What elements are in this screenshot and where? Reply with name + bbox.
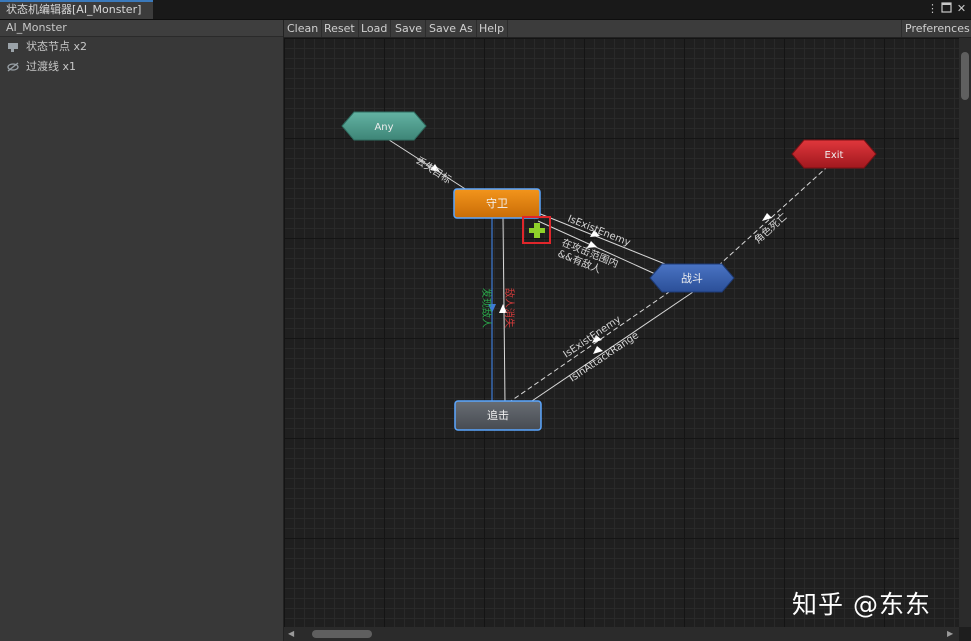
node-label: 守卫 xyxy=(486,196,508,210)
tree-item-transitions[interactable]: 过渡线 x1 xyxy=(6,59,76,75)
watermark-text: 知乎 @东东 xyxy=(792,590,931,619)
horizontal-scroll-thumb[interactable] xyxy=(312,630,372,638)
transition-label: 发现敌人 xyxy=(480,288,493,328)
graph-svg: 丢失目标 角色死亡 IsExistEnemy 在攻击范围内 &&有敌人 发现敌人… xyxy=(341,111,877,431)
maximize-icon[interactable] xyxy=(940,2,953,15)
state-node-icon xyxy=(6,41,20,53)
vertical-scroll-thumb[interactable] xyxy=(961,52,969,100)
graph-canvas[interactable]: 丢失目标 角色死亡 IsExistEnemy 在攻击范围内 &&有敌人 发现敌人… xyxy=(284,38,959,627)
transition-label: 角色死亡 xyxy=(751,210,789,246)
load-button[interactable]: Load xyxy=(358,20,392,37)
vertical-scrollbar[interactable] xyxy=(959,38,971,627)
tree-item-label: 状态节点 x2 xyxy=(26,40,88,53)
transition-any-guard[interactable]: 丢失目标 xyxy=(385,137,471,193)
state-node-battle[interactable]: 战斗 xyxy=(649,263,735,293)
tree-item-label: 过渡线 x1 xyxy=(26,60,77,73)
node-label: Exit xyxy=(825,150,844,161)
transition-chase-guard[interactable]: 敌人消失 xyxy=(499,217,516,404)
transition-chase-battle[interactable]: IsExistEnemy IsInAttackRange xyxy=(507,289,697,406)
horizontal-scrollbar[interactable]: ◀ ▶ xyxy=(284,627,959,641)
node-label: 战斗 xyxy=(681,272,703,285)
transition-guard-chase[interactable]: 发现敌人 xyxy=(480,218,496,403)
tree-item-state-nodes[interactable]: 状态节点 x2 xyxy=(6,39,87,55)
scroll-left-icon[interactable]: ◀ xyxy=(288,629,295,638)
transition-label: IsInAttackRange xyxy=(568,330,641,384)
preferences-button[interactable]: Preferences xyxy=(901,20,971,37)
graph-toolbar: Clean Reset Load Save Save As Help Prefe… xyxy=(284,20,971,38)
save-button[interactable]: Save xyxy=(392,20,427,37)
transition-label: 丢失目标 xyxy=(413,154,454,187)
scroll-right-icon[interactable]: ▶ xyxy=(947,629,954,638)
hierarchy-header: AI_Monster xyxy=(0,20,283,37)
clean-button[interactable]: Clean xyxy=(284,20,323,37)
window-titlebar: 状态机编辑器[AI_Monster] ⋮ ✕ xyxy=(0,0,971,20)
state-node-chase[interactable]: 追击 xyxy=(454,400,542,431)
state-node-any[interactable]: Any xyxy=(341,111,427,141)
transition-battle-exit[interactable]: 角色死亡 xyxy=(717,167,827,267)
state-node-exit[interactable]: Exit xyxy=(791,139,877,169)
kebab-menu-icon[interactable]: ⋮ xyxy=(927,2,938,15)
hierarchy-panel: AI_Monster 状态节点 x2 过渡线 x1 xyxy=(0,20,284,641)
editor-tab[interactable]: 状态机编辑器[AI_Monster] xyxy=(0,0,154,19)
reset-button[interactable]: Reset xyxy=(321,20,359,37)
node-label: Any xyxy=(374,122,393,133)
plus-icon[interactable] xyxy=(522,216,551,244)
editor-tab-title: 状态机编辑器[AI_Monster] xyxy=(6,3,142,16)
transition-label: 敌人消失 xyxy=(503,288,516,328)
node-label: 追击 xyxy=(487,408,509,422)
state-node-guard[interactable]: 守卫 xyxy=(453,188,541,219)
save-as-button[interactable]: Save As xyxy=(426,20,477,37)
close-icon[interactable]: ✕ xyxy=(956,2,967,15)
help-button[interactable]: Help xyxy=(476,20,509,37)
transition-icon xyxy=(6,61,20,73)
